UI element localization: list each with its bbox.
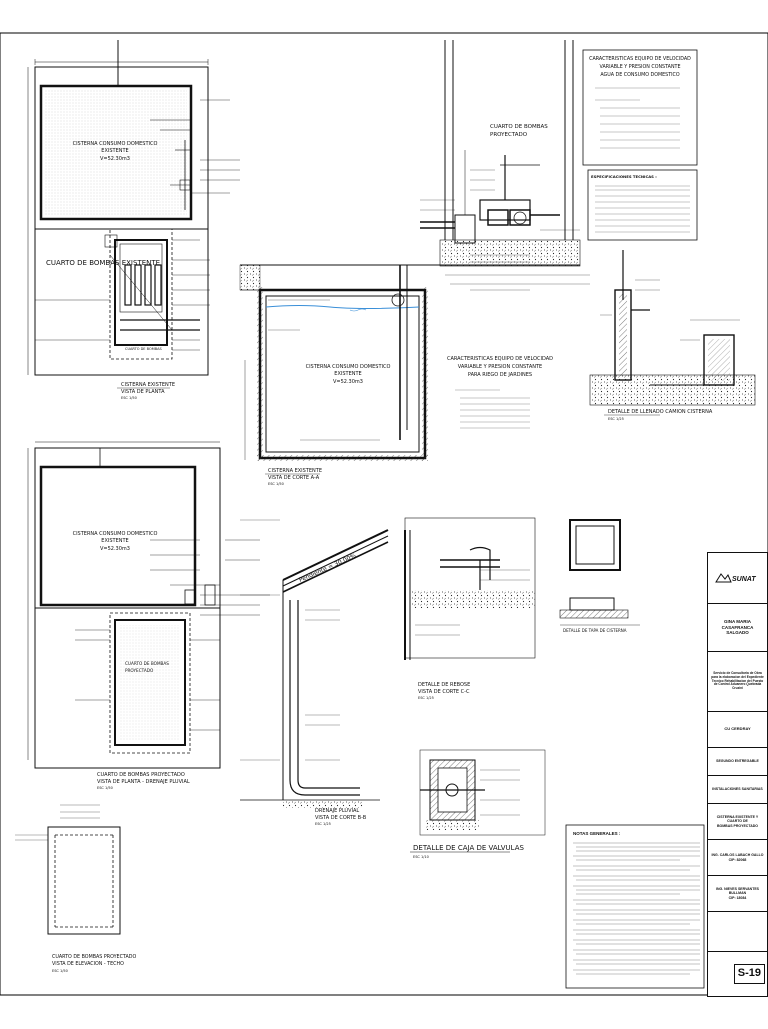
storm-drain-section: Pendiente = 30.00% DRENAJE PLUVIAL VISTA… [240, 519, 389, 826]
section-title-1: CISTERNA EXISTENTE [268, 468, 322, 474]
tanker-fill-detail: DETALLE DE LLENADO CAMION CISTERNA ESC 1… [589, 250, 756, 421]
roof-elevation-view: CUARTO DE BOMBAS PROYECTADO VISTA DE ELE… [15, 804, 136, 973]
pump-room-proj-label: CUARTO DE BOMBAS [490, 124, 548, 130]
drain-title-2: VISTA DE CORTE B-B [315, 815, 367, 821]
overflow-detail: DETALLE DE REBOSE VISTA DE CORTE C-C ESC… [404, 517, 536, 700]
cistern-cover-detail: DETALLE DE TAPA DE CISTERNA [559, 519, 640, 633]
irrigation-spec-title-3: PARA RIEGO DE JARDINES [468, 372, 532, 378]
general-notes: NOTAS GENERALES : [565, 824, 705, 989]
sunat-logo-icon: SUNAT [714, 573, 756, 583]
plan2-title-2: VISTA DE PLANTA - DRENAJE PLUVIAL [97, 779, 190, 785]
plan2-title-1: CUARTO DE BOMBAS PROYECTADO [97, 772, 185, 778]
projected-pump-room-plan: CISTERNA CONSUMO DOMESTICO EXISTENTE V=5… [27, 441, 270, 790]
sheet-border [0, 32, 768, 996]
existing-plan-title-2: VISTA DE PLANTA [121, 389, 165, 395]
plan2-label: CISTERNA CONSUMO DOMESTICO [73, 531, 158, 537]
specialty: INSTALACIONES SANITARIAS [708, 775, 767, 803]
section-title-2: VISTA DE CORTE A-A [268, 475, 320, 481]
fill-detail-scale: ESC 1/25 [608, 417, 624, 421]
elev-title-2: VISTA DE ELEVACION - TECHO [52, 961, 124, 967]
cistern-plan-label: CISTERNA CONSUMO DOMESTICO [73, 141, 158, 147]
section-label-2: EXISTENTE [334, 371, 361, 377]
irrigation-spec-title-2: VARIABLE Y PRESION CONSTANTE [458, 364, 542, 370]
plan2-volume: V=52.30m3 [100, 546, 130, 552]
plan2-label-2: EXISTENTE [101, 538, 128, 544]
overflow-title-1: DETALLE DE REBOSE [418, 682, 470, 688]
elev-title-1: CUARTO DE BOMBAS PROYECTADO [52, 954, 136, 960]
section-label: CISTERNA CONSUMO DOMESTICO [306, 364, 391, 370]
pump-spec-subtitle: ESPECIFICACIONES TECNICAS : [591, 174, 657, 179]
title-block-blank [708, 911, 767, 951]
cistern-plan-volume: V=52.30m3 [100, 156, 130, 162]
overflow-title-2: VISTA DE CORTE C-C [418, 689, 470, 695]
drain-scale: ESC 1/25 [315, 822, 331, 826]
pump-room-proj-label-2: PROYECTADO [490, 132, 528, 138]
notes-title: NOTAS GENERALES : [573, 831, 621, 836]
engineer-2: ING. NIEVES SERVANTES BULLMAN CIP: 18084 [708, 875, 767, 911]
location: CU CERDRAY [708, 711, 767, 747]
section-scale: ESC 1/50 [268, 482, 284, 486]
existing-cistern-plan: CISTERNA CONSUMO DOMESTICO EXISTENTE V=5… [27, 40, 240, 400]
sheet-number: S-19 [733, 964, 765, 984]
title-block: SUNAT GINA MARIA CASAFRANCA SALGADO Serv… [707, 552, 768, 997]
drain-title-1: DRENAJE PLUVIAL [315, 808, 359, 814]
irrigation-spec-table: CARACTERISTICAS EQUIPO DE VELOCIDAD VARI… [447, 356, 553, 429]
pump-room-existing-label: CUARTO DE BOMBAS EXISTENTE [46, 259, 160, 267]
valve-box-detail: DETALLE DE CAJA DE VALVULAS ESC 1/10 [410, 749, 546, 859]
cover-title: DETALLE DE TAPA DE CISTERNA [563, 628, 627, 633]
overflow-scale: ESC 1/25 [418, 696, 434, 700]
fill-detail-title: DETALLE DE LLENADO CAMION CISTERNA [608, 409, 713, 415]
deliverable: SEGUNDO ENTREGABLE [708, 747, 767, 775]
section-volume: V=52.30m3 [333, 379, 363, 385]
elev-scale: ESC 1/50 [52, 969, 68, 973]
cistern-section-aa: CISTERNA CONSUMO DOMESTICO EXISTENTE V=5… [239, 264, 580, 486]
project-description: Servicio de Consultoria de Obra para la … [708, 651, 767, 711]
existing-plan-scale: ESC 1/50 [121, 396, 137, 400]
sheet-number-cell: S-19 [708, 951, 767, 996]
pump-spec-title-2: VARIABLE Y PRESION CONSTANTE [599, 64, 680, 70]
existing-plan-title-1: CISTERNA EXISTENTE [121, 382, 175, 388]
logo-text: SUNAT [732, 576, 756, 583]
title-block-logo: SUNAT [708, 553, 767, 603]
valve-title: DETALLE DE CAJA DE VALVULAS [413, 844, 525, 852]
valve-scale: ESC 1/10 [413, 855, 429, 859]
owner-name: GINA MARIA CASAFRANCA SALGADO [708, 603, 767, 651]
pump-room-small-label: CUARTO DE BOMBAS [125, 347, 163, 351]
plan2-room-label-2: PROYECTADO [125, 668, 154, 673]
drawing-title: CISTERNA EXISTENTE Y CUARTO DE BOMBAS PR… [708, 803, 767, 839]
cistern-plan-label-2: EXISTENTE [101, 148, 128, 154]
pump-room-projected-section: CUARTO DE BOMBAS PROYECTADO [420, 40, 590, 291]
pump-spec-table: CARACTERISTICAS EQUIPO DE VELOCIDAD VARI… [582, 49, 698, 241]
engineer-1: ING. CARLOS LABACH GALLO CIP: 82068 [708, 839, 767, 875]
irrigation-spec-title-1: CARACTERISTICAS EQUIPO DE VELOCIDAD [447, 356, 553, 362]
pump-spec-title-3: AGUA DE CONSUMO DOMESTICO [600, 72, 680, 78]
pump-spec-title-1: CARACTERISTICAS EQUIPO DE VELOCIDAD [589, 56, 691, 62]
plan2-room-label: CUARTO DE BOMBAS [125, 661, 169, 666]
plan2-scale: ESC 1/50 [97, 786, 113, 790]
